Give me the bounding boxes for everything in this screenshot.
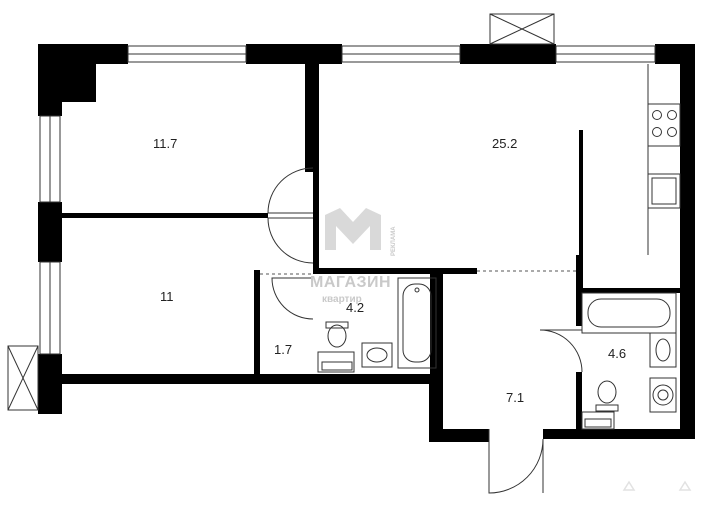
bathroom-1-fixtures [317,277,437,373]
exterior-walls [38,44,695,442]
watermark-sub: квартир [322,294,362,305]
area-living-kitchen: 25.2 [492,136,517,151]
bathroom-2-fixtures [581,292,677,430]
watermark: МАГАЗИН квартир РЕКЛАМА [310,208,397,305]
washbasin [649,332,677,368]
bathtub [397,277,437,369]
washing-machine [649,377,677,413]
stove [647,103,681,147]
area-bathroom-2: 4.6 [608,346,626,361]
kitchen-fixtures [647,64,681,255]
room-labels: 11.7 25.2 11 4.2 1.7 4.6 7.1 [153,136,626,405]
brand-logo [325,208,381,250]
bathtub [581,292,677,334]
shelf [317,351,355,373]
watermark-vertical: РЕКЛАМА [391,226,397,256]
balcony-markers [7,13,555,411]
openings [260,270,576,275]
washbasin [361,342,393,368]
area-bedroom-1: 11.7 [153,136,177,151]
windows [39,45,656,355]
toilet [325,321,349,329]
area-bathroom-1: 4.2 [346,300,364,315]
area-bedroom-2: 11 [160,289,174,304]
sink [647,173,681,209]
watermark-brand: МАГАЗИН [310,274,391,291]
area-hallway: 7.1 [506,390,524,405]
shelf [581,411,615,430]
area-closet: 1.7 [274,342,292,357]
toilet [595,404,619,412]
doors [267,167,583,494]
corner-marks [622,480,692,491]
